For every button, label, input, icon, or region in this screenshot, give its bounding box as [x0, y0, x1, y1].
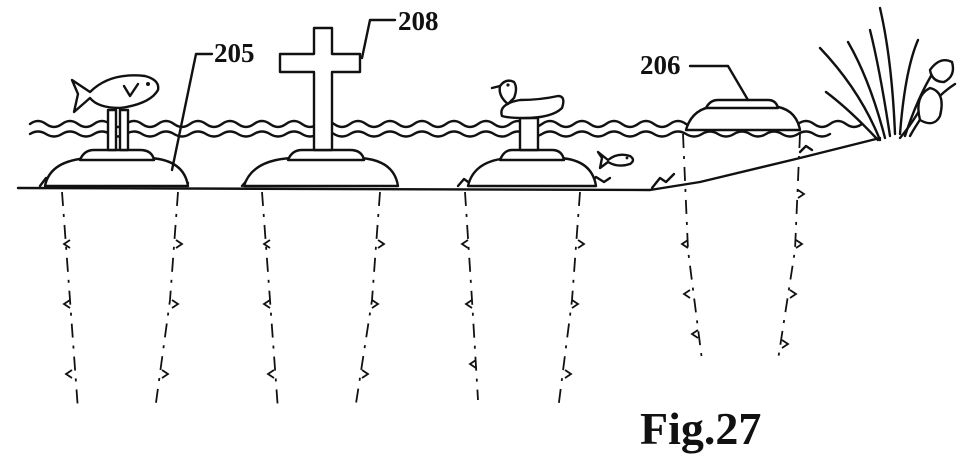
label-205: 205 — [214, 38, 255, 68]
shore-grass — [818, 6, 957, 142]
buoy-duck — [466, 79, 598, 188]
fish-ornament — [70, 74, 160, 114]
figure-caption: Fig.27 — [640, 403, 761, 454]
buoy-cross — [242, 26, 400, 188]
cross-ornament — [278, 26, 362, 152]
buoy-shore — [684, 98, 802, 132]
duck-ornament — [500, 94, 565, 120]
anchor-spikes — [61, 133, 806, 411]
label-206: 206 — [640, 50, 681, 80]
buoy-fish — [43, 74, 190, 188]
leader-lines — [170, 18, 750, 172]
label-208: 208 — [398, 6, 439, 36]
small-fish — [596, 150, 635, 170]
